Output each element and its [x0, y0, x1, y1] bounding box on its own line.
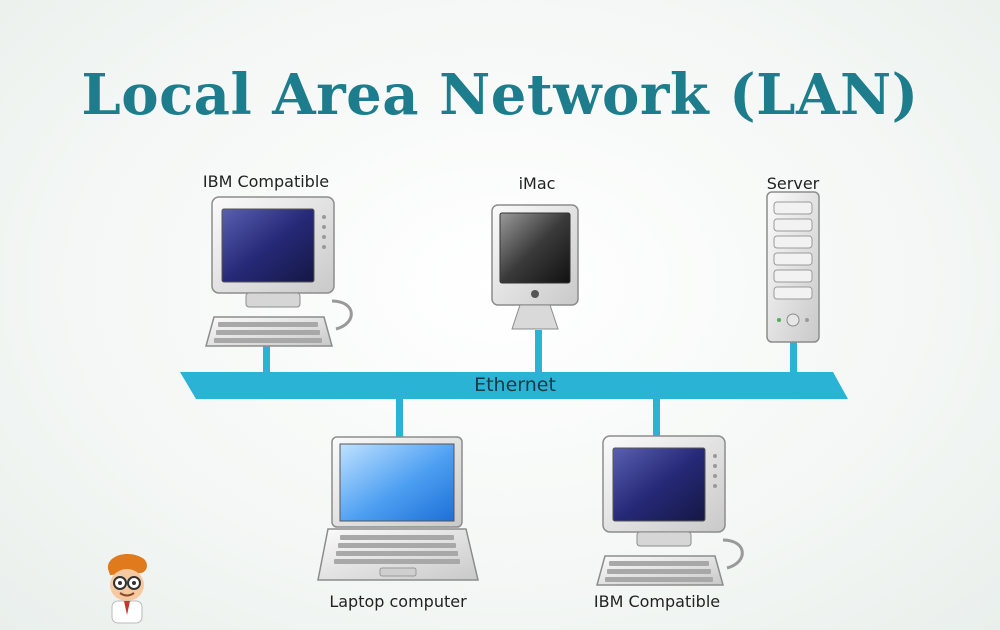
- ethernet-bus: [180, 372, 848, 399]
- laptop-icon: [317, 436, 479, 581]
- link-ibm-top: [263, 346, 270, 374]
- ethernet-label: Ethernet: [474, 374, 556, 396]
- label-laptop-computer: Laptop computer: [329, 592, 467, 611]
- label-server: Server: [766, 174, 820, 193]
- link-server: [790, 342, 797, 374]
- label-ibm-compatible-bottom: IBM Compatible: [593, 592, 721, 611]
- label-ibm-compatible-top: IBM Compatible: [202, 172, 330, 191]
- link-laptop: [396, 398, 403, 438]
- desktop-pc-icon: [596, 435, 744, 586]
- imac-icon: [491, 204, 579, 330]
- server-tower-icon: [766, 191, 820, 343]
- link-imac: [535, 330, 542, 374]
- desktop-pc-icon: [205, 196, 353, 347]
- label-imac: iMac: [518, 174, 556, 193]
- mascot-logo-icon: [107, 554, 147, 624]
- network-links: [263, 330, 797, 438]
- link-ibm-bottom: [653, 398, 660, 438]
- page-title: Local Area Network (LAN): [81, 62, 919, 128]
